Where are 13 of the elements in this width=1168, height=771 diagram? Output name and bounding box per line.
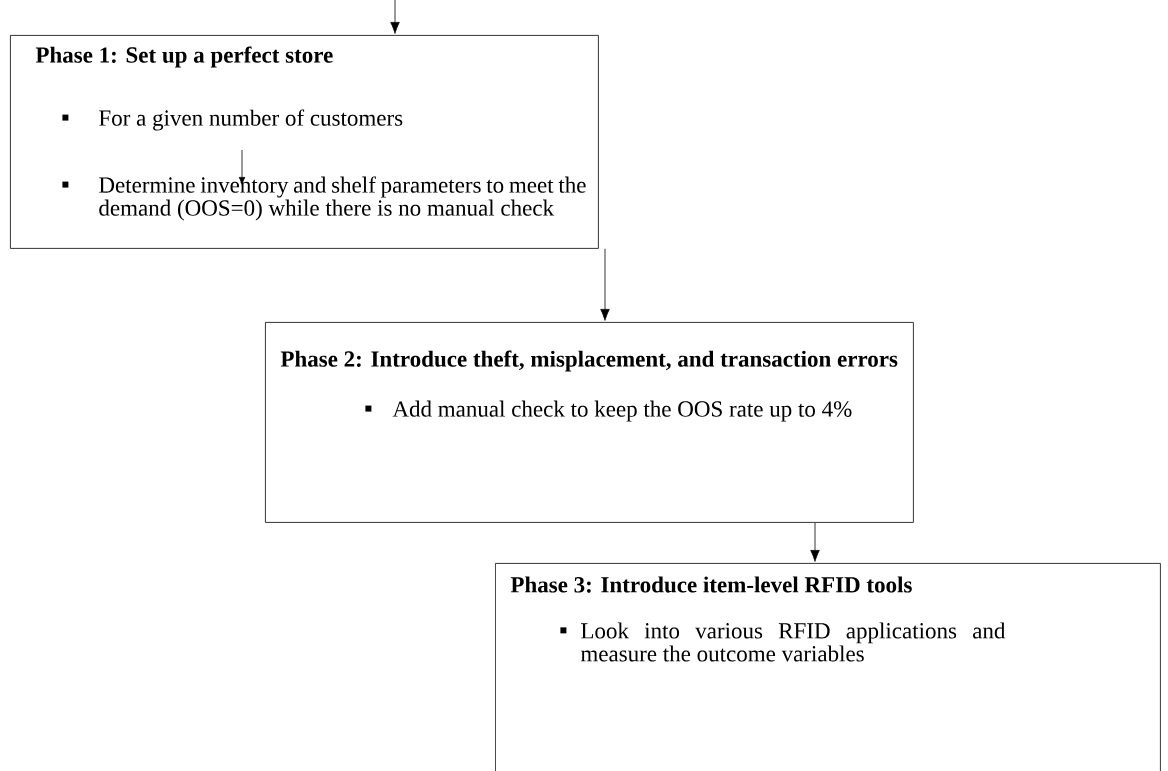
heading: Phase 2: Introduce theft, misplacement, and transaction errors — [280, 350, 898, 372]
heading: Phase 3: Introduce item-level RFID tools — [510, 576, 912, 593]
process-box — [10, 35, 599, 249]
process-box — [495, 563, 1161, 771]
process-box — [265, 322, 914, 523]
bullet-item: For a given number of customers — [62, 109, 403, 131]
arrow — [390, 0, 400, 34]
arrow — [600, 248, 610, 321]
bullet-item: Add manual check to keep the OOS rate up to 4% — [365, 400, 852, 422]
heading: Phase 1: Set up a perfect store — [35, 46, 333, 68]
arrow — [810, 522, 820, 562]
bullet-item: Determine inventory and shelf parameters to meet the demand (OOS=0) while there is no manual check — [62, 176, 586, 221]
bullet-item: Look into various RFID applications and measure the outcome variables — [560, 622, 1006, 662]
